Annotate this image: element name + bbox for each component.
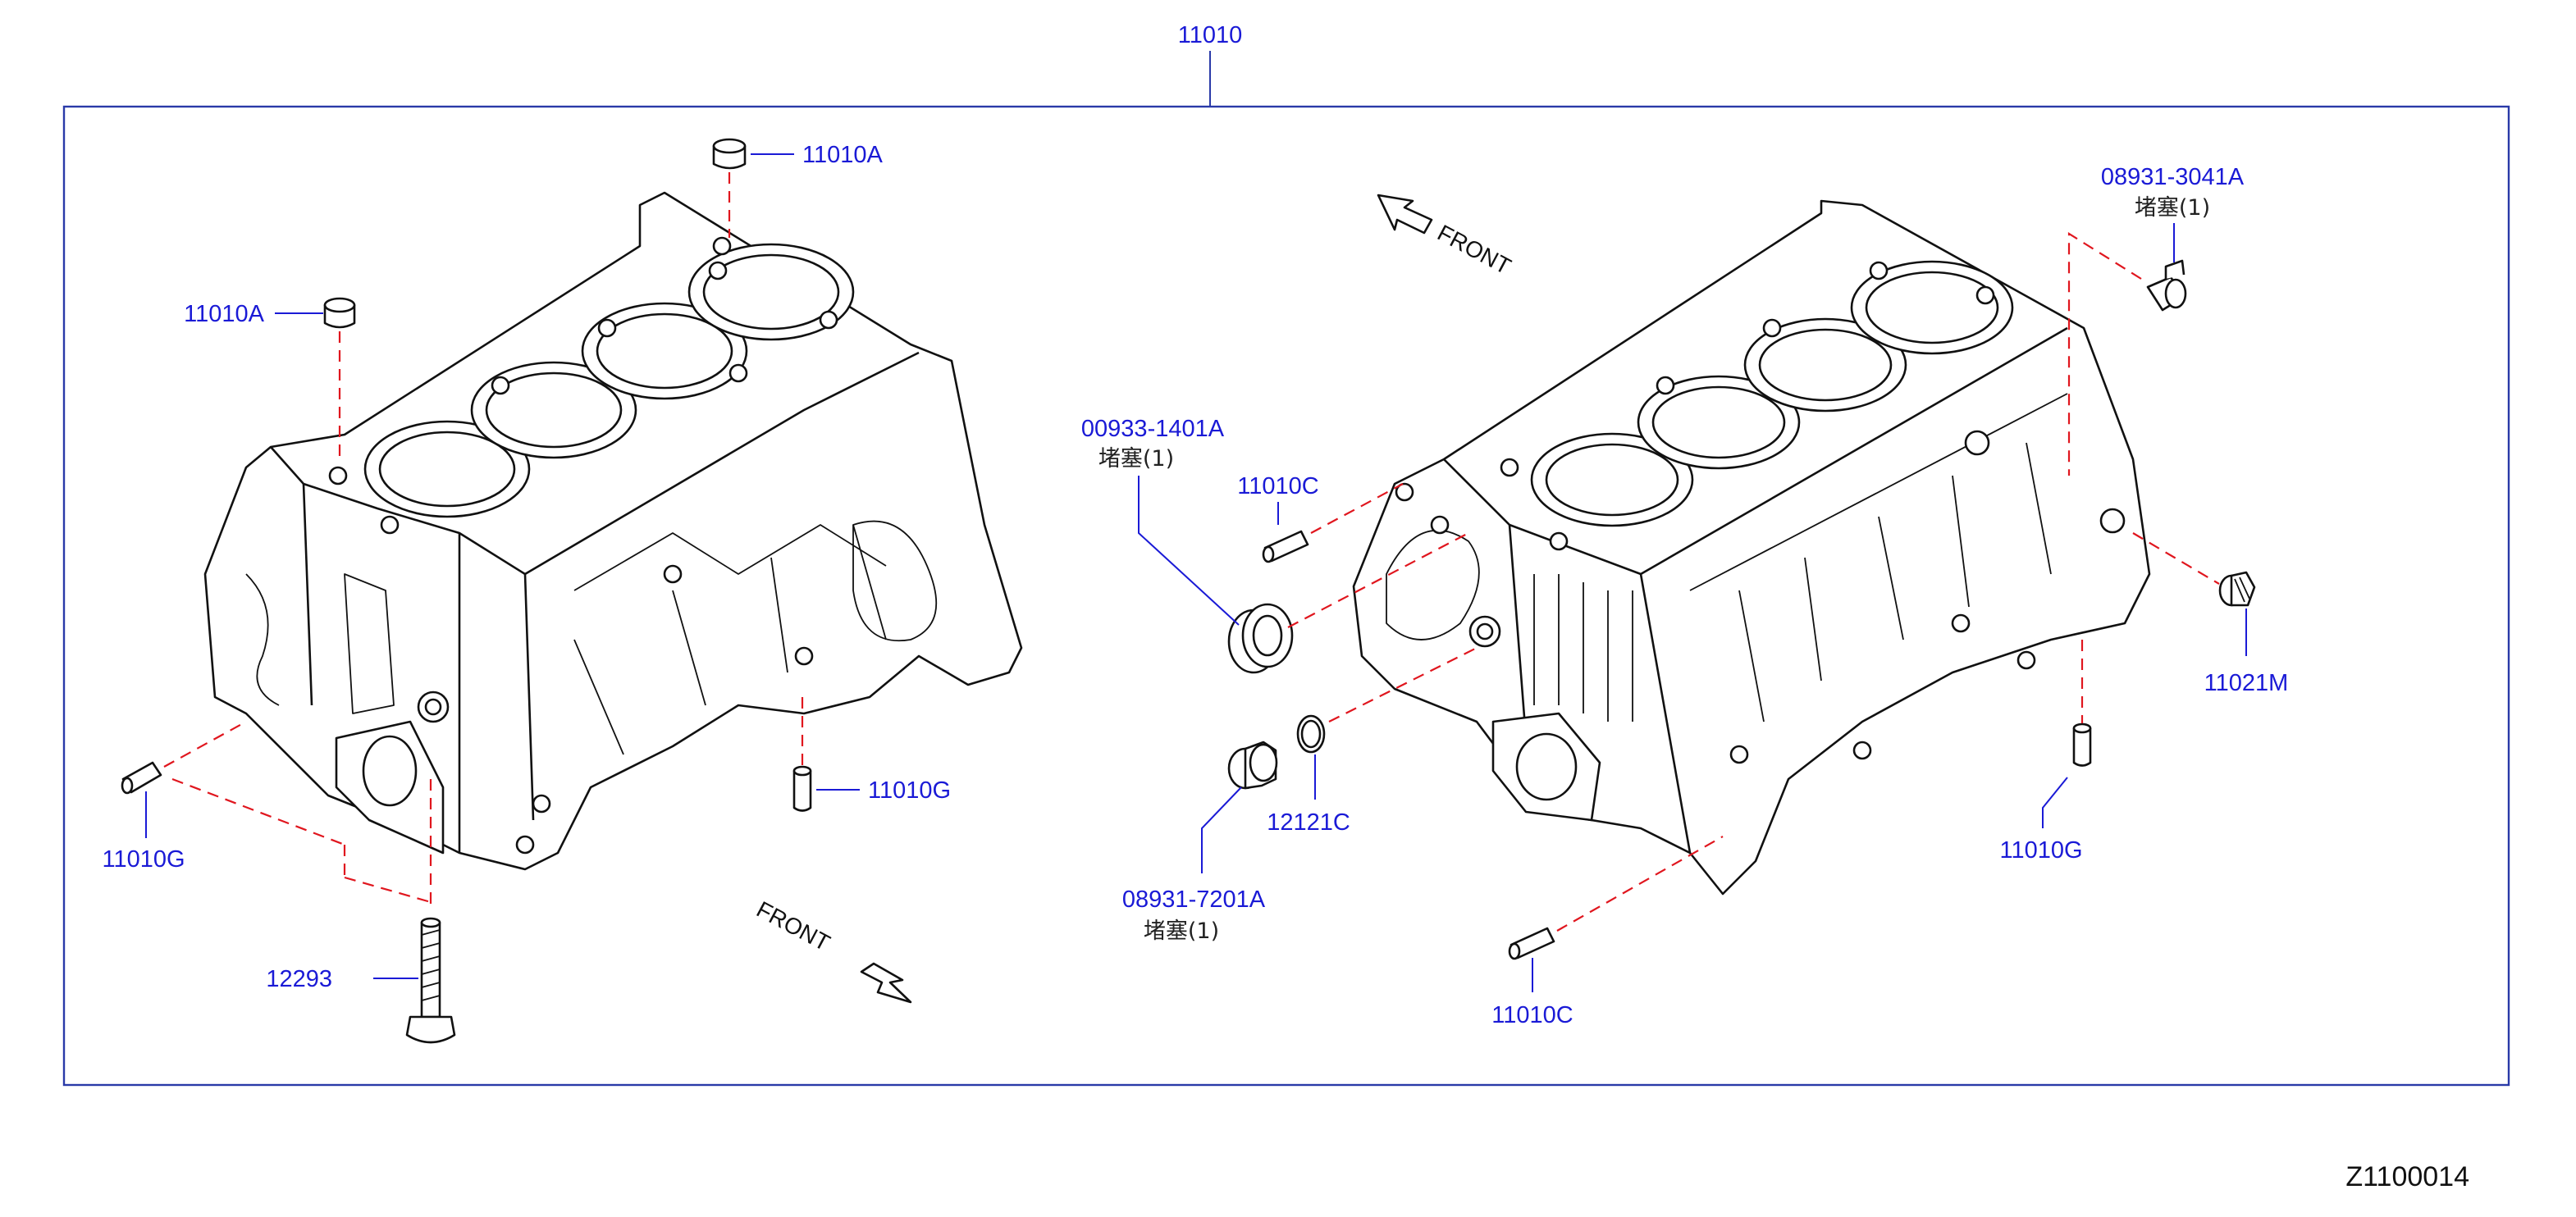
leader-11010G-right xyxy=(2042,777,2068,828)
part-11010A-top[interactable] xyxy=(712,138,747,170)
dash-11010G-left-a xyxy=(163,721,247,768)
label-08931-7201A[interactable]: 08931-7201A xyxy=(1122,887,1266,913)
label-11010C-lower[interactable]: 11010C xyxy=(1491,1002,1573,1028)
label-11010G-center[interactable]: 11010G xyxy=(868,777,951,804)
assembly-label[interactable]: 11010 xyxy=(1178,22,1243,48)
part-11010G-left[interactable] xyxy=(121,761,162,795)
front-arrow-left: FRONT xyxy=(752,896,912,1004)
part-08931-3041A[interactable] xyxy=(2146,259,2187,312)
label-11021M[interactable]: 11021M xyxy=(2204,670,2289,696)
dash-00933 xyxy=(1287,532,1469,628)
label-11010G-right[interactable]: 11010G xyxy=(1999,837,2082,864)
part-11010A-left[interactable] xyxy=(323,297,356,329)
part-11010C-lower[interactable] xyxy=(1508,927,1555,960)
left-cylinder-block xyxy=(203,191,1023,871)
label-11010A-left[interactable]: 11010A xyxy=(184,301,264,327)
label-12293[interactable]: 12293 xyxy=(266,966,332,992)
right-cylinder-block xyxy=(1352,199,2151,896)
part-12121C[interactable] xyxy=(1296,714,1326,754)
dash-08931-3041A xyxy=(2067,232,2142,476)
label-00933-sub: 堵塞(1) xyxy=(1098,446,1174,472)
dash-11010G-left-b xyxy=(171,777,345,846)
label-11010A-top[interactable]: 11010A xyxy=(802,142,883,168)
leader-08931-7201A xyxy=(1201,786,1242,873)
assembly-frame xyxy=(62,105,2510,1087)
front-label-right: FRONT xyxy=(1433,220,1515,280)
front-label-left: FRONT xyxy=(752,896,834,956)
part-11010G-right[interactable] xyxy=(2072,722,2092,767)
label-00933[interactable]: 00933-1401A xyxy=(1081,416,1225,442)
label-11010C-upper[interactable]: 11010C xyxy=(1237,473,1318,499)
front-arrow-right: FRONT xyxy=(1377,194,1515,280)
dash-11010C-lower xyxy=(1556,836,1724,932)
label-08931-3041A-sub: 堵塞(1) xyxy=(2135,195,2210,221)
part-12293-bolt[interactable] xyxy=(405,917,456,1044)
drawing-code: Z1100014 xyxy=(2345,1161,2469,1192)
dash-11010C-upper xyxy=(1310,483,1404,534)
label-08931-3041A[interactable]: 08931-3041A xyxy=(2101,164,2245,190)
part-11010G-center[interactable] xyxy=(792,765,812,812)
label-08931-7201A-sub: 堵塞(1) xyxy=(1144,918,1219,944)
part-00933-1401A[interactable] xyxy=(1227,603,1294,674)
leader-00933 xyxy=(1138,476,1240,626)
part-11021M[interactable] xyxy=(2218,571,2256,607)
part-11010C-upper[interactable] xyxy=(1262,530,1309,563)
label-11010G-left[interactable]: 11010G xyxy=(102,846,185,873)
label-12121C[interactable]: 12121C xyxy=(1267,809,1350,836)
dash-11021M xyxy=(2132,532,2220,585)
dash-12121C xyxy=(1328,647,1478,722)
dash-12293-b xyxy=(344,876,432,904)
part-08931-7201A[interactable] xyxy=(1227,741,1278,790)
